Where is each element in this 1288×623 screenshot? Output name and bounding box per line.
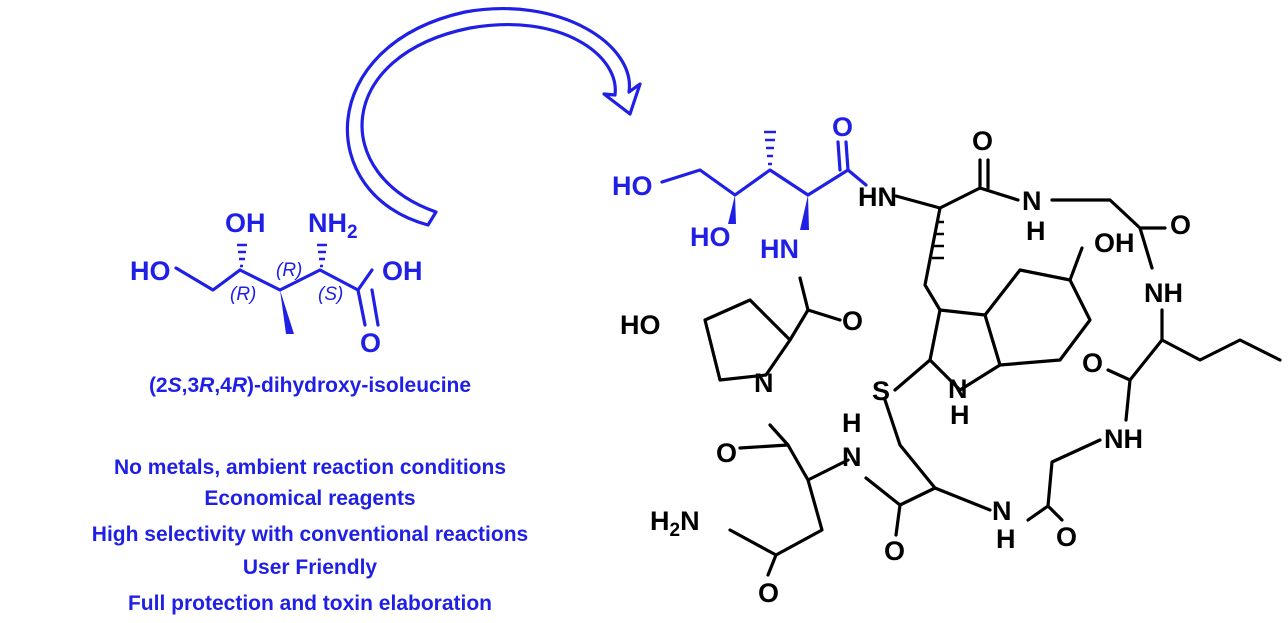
toxin-nh-lower: NH: [1104, 424, 1143, 454]
feature-item: No metals, ambient reaction conditions: [114, 456, 506, 479]
toxin-s: S: [872, 376, 890, 406]
toxin-o-asn1: O: [716, 438, 737, 468]
toxin-h2n: H2N: [650, 506, 700, 541]
label-oh-top: OH: [225, 208, 266, 238]
stereo-r1: (R): [230, 284, 256, 305]
toxin-o-pro: O: [842, 306, 863, 336]
nh2-hash-bond: [317, 243, 327, 268]
oh-hash-bond: [237, 243, 247, 268]
toxin-n-indole: N: [948, 374, 968, 404]
toxin-oh-phenol: OH: [1094, 228, 1135, 258]
transformation-arrow: [345, 7, 642, 227]
toxin-o-top: O: [972, 126, 993, 156]
feature-list: No metals, ambient reaction conditions E…: [92, 456, 528, 615]
toxin-h1: H: [1026, 216, 1046, 246]
toxin-h-low: H: [996, 524, 1016, 554]
toxin-h-mid: H: [842, 408, 862, 438]
toxin-structure: HO HO HN O: [612, 112, 1282, 608]
feature-item: Economical reagents: [204, 487, 415, 510]
toxin-ho2: HO: [690, 222, 731, 252]
stereo-r2: (R): [276, 260, 302, 281]
toxin-n-low: N: [992, 496, 1012, 526]
toxin-o-mid: O: [884, 536, 905, 566]
toxin-n1: N: [1022, 186, 1042, 216]
toxin-ho-pro: HO: [620, 310, 661, 340]
toxin-h-indole: H: [950, 400, 970, 430]
feature-item: High selectivity with conventional react…: [92, 523, 528, 546]
label-oh-acid: OH: [382, 256, 423, 286]
toxin-o-low: O: [1056, 522, 1077, 552]
label-ho: HO: [130, 256, 171, 286]
feature-item: Full protection and toxin elaboration: [128, 592, 492, 615]
dihydroxy-isoleucine-structure: HO OH NH2 OH O (R) (R) (S): [130, 208, 423, 358]
toxin-nh-right: NH: [1144, 278, 1183, 308]
stereo-s1: (S): [318, 284, 343, 305]
toxin-n-pro: N: [754, 368, 774, 398]
toxin-hn-blue: HN: [760, 234, 799, 264]
toxin-ho1: HO: [612, 171, 653, 201]
toxin-o-asn2: O: [758, 578, 779, 608]
toxin-o-ile: O: [1082, 348, 1103, 378]
feature-item: User Friendly: [243, 556, 378, 579]
label-nh2: NH2: [308, 208, 358, 243]
toxin-n-mid: N: [842, 442, 862, 472]
toxin-o-blue: O: [832, 112, 853, 142]
toxin-hn: HN: [858, 182, 897, 212]
label-o-acid: O: [360, 328, 381, 358]
toxin-o-right: O: [1170, 210, 1191, 240]
compound-name: (2S,3R,4R)-dihydroxy-isoleucine: [149, 374, 471, 397]
